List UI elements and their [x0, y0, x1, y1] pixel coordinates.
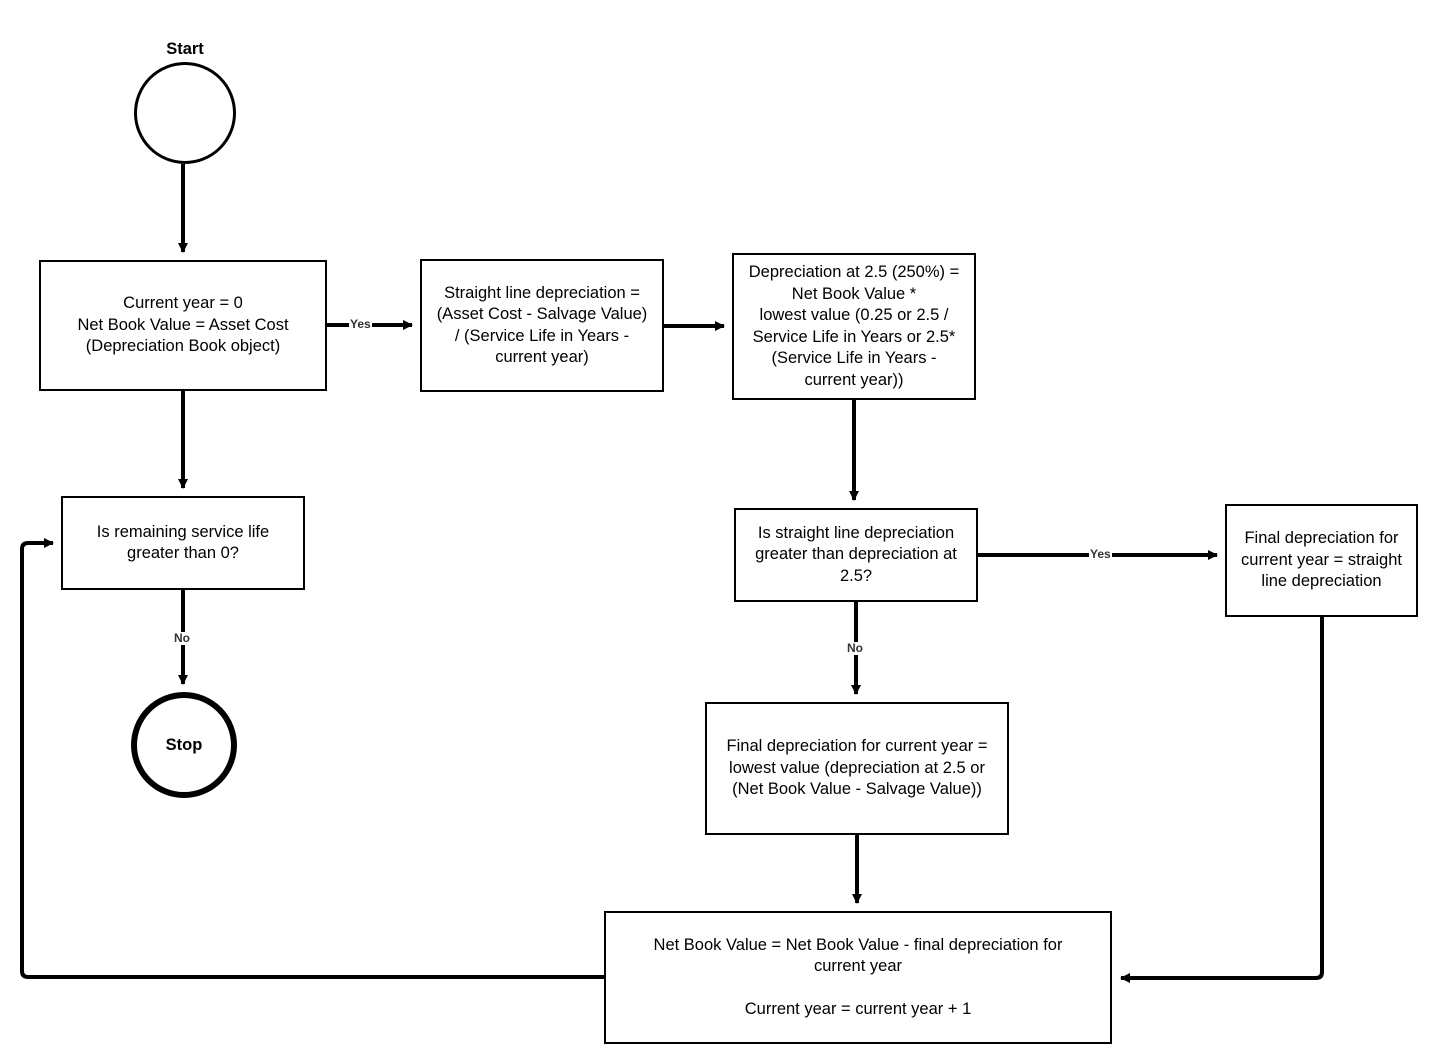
straight-line-line: / (Service Life in Years -	[454, 326, 630, 345]
final-lowest-node[interactable]: Final depreciation for current year = lo…	[705, 702, 1009, 835]
final-lowest-line: Final depreciation for current year =	[726, 737, 988, 756]
straight-line-node[interactable]: Straight line depreciation = (Asset Cost…	[420, 259, 664, 392]
init-line: Net Book Value = Asset Cost	[77, 315, 289, 334]
compare-decision-node[interactable]: Is straight line depreciation greater th…	[734, 508, 978, 602]
depreciation-25-line: current year))	[804, 370, 904, 389]
edge-final-straight-to-update	[1120, 617, 1324, 983]
init-line: (Depreciation Book object)	[85, 337, 281, 356]
stop-node[interactable]: Stop	[131, 692, 237, 798]
depreciation-25-line: Net Book Value *	[791, 284, 917, 303]
depreciation-25-line: Service Life in Years or 2.5*	[752, 327, 956, 346]
straight-line-line: (Asset Cost - Salvage Value)	[436, 305, 648, 323]
stop-label: Stop	[165, 735, 203, 754]
update-node[interactable]: Net Book Value = Net Book Value - final …	[604, 911, 1112, 1044]
depreciation-25-line: Depreciation at 2.5 (250%) =	[748, 263, 960, 281]
depreciation-25-node[interactable]: Depreciation at 2.5 (250%) = Net Book Va…	[732, 253, 976, 400]
compare-line: Is straight line depreciation	[757, 523, 955, 542]
final-lowest-line: lowest value (depreciation at 2.5 or	[729, 758, 985, 777]
init-node[interactable]: Current year = 0 Net Book Value = Asset …	[39, 260, 327, 391]
init-line: Current year = 0	[123, 294, 243, 313]
final-straight-line: current year = straight	[1241, 550, 1402, 569]
remaining-life-decision-node[interactable]: Is remaining service life greater than 0…	[61, 496, 305, 590]
compare-line: greater than depreciation at	[755, 545, 957, 564]
edge-label-no: No	[173, 631, 191, 645]
straight-line-line: Straight line depreciation =	[444, 283, 640, 302]
remaining-life-line: greater than 0?	[127, 544, 239, 562]
edge-label-yes: Yes	[1089, 547, 1112, 561]
remaining-life-line: Is remaining service life	[96, 522, 270, 541]
edge-update-to-remaining-life	[20, 538, 604, 979]
straight-line-line: current year)	[495, 348, 589, 366]
final-straight-line: Final depreciation for	[1244, 529, 1399, 548]
edge-label-no: No	[846, 641, 864, 655]
start-node[interactable]	[134, 62, 236, 164]
compare-line: 2.5?	[839, 566, 873, 585]
edge-label-yes: Yes	[349, 317, 372, 331]
depreciation-25-line: lowest value (0.25 or 2.5 /	[759, 306, 949, 324]
update-line: Current year = current year + 1	[744, 999, 972, 1018]
final-straight-node[interactable]: Final depreciation for current year = st…	[1225, 504, 1418, 617]
depreciation-25-line: (Service Life in Years -	[771, 349, 937, 367]
start-label: Start	[166, 40, 204, 58]
update-line: Net Book Value = Net Book Value - final …	[653, 935, 1063, 954]
update-line: current year	[813, 957, 903, 976]
final-straight-line: line depreciation	[1261, 572, 1382, 591]
final-lowest-line: (Net Book Value - Salvage Value))	[732, 780, 982, 799]
